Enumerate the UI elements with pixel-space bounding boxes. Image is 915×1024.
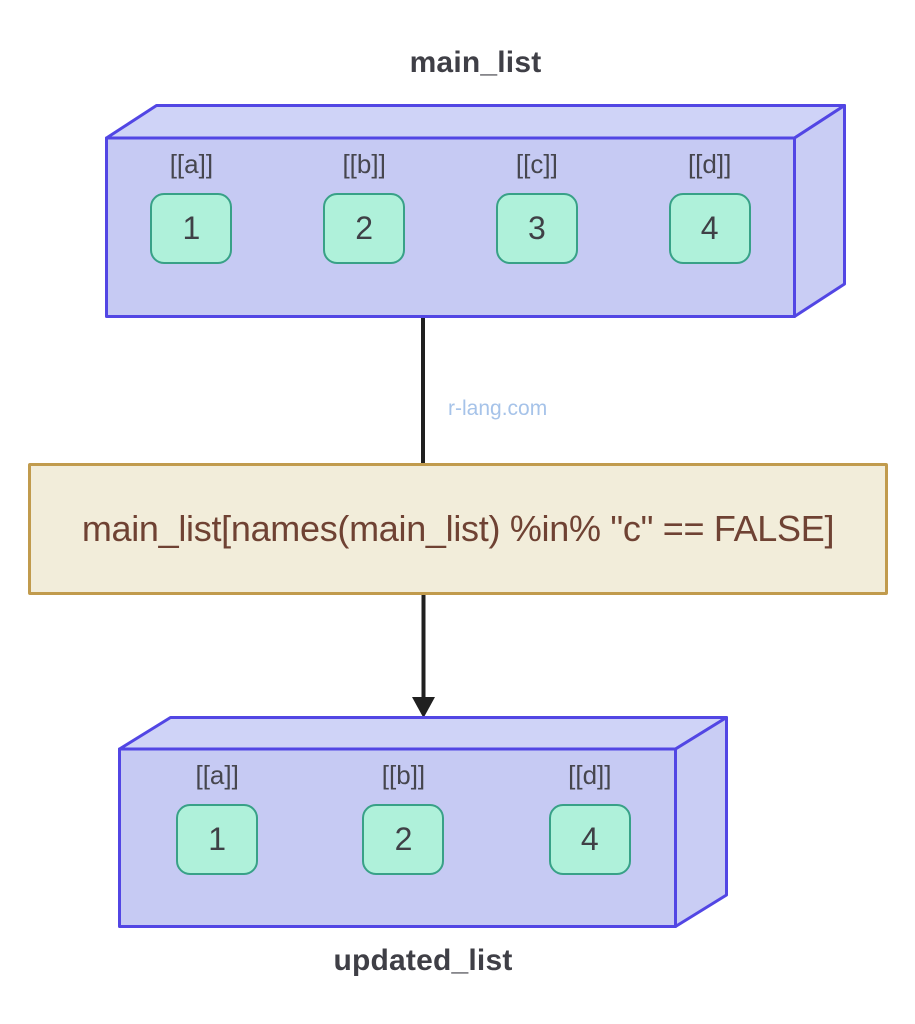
element-value-box: 1 (176, 804, 259, 875)
list-element: [[c]] 3 (495, 138, 578, 264)
updated-list-items: [[a]] 1 [[b]] 2 [[d]] 4 (124, 749, 683, 928)
flow-arrow-down (412, 595, 435, 718)
box-top-face (118, 716, 728, 751)
element-value-box: 2 (323, 193, 406, 264)
element-name-label: [[c]] (515, 149, 558, 179)
main-list-items: [[a]] 1 [[b]] 2 [[c]] 3 [[d]] 4 (105, 138, 796, 318)
main-list-title: main_list (409, 46, 542, 79)
list-element: [[d]] 4 (668, 138, 751, 264)
list-element: [[a]] 1 (176, 749, 259, 875)
box-right-face (793, 104, 846, 318)
list-element: [[b]] 2 (323, 138, 406, 264)
flow-line-top (421, 318, 425, 463)
element-value-box: 4 (548, 804, 631, 875)
element-value-box: 2 (362, 804, 445, 875)
element-name-label: [[d]] (687, 149, 732, 179)
watermark-text: r-lang.com (448, 397, 548, 420)
element-value-box: 3 (495, 193, 578, 264)
element-name-label: [[a]] (169, 149, 214, 179)
element-value-box: 4 (668, 193, 751, 264)
code-expression-text: main_list[names(main_list) %in% "c" == F… (81, 508, 835, 549)
element-name-label: [[d]] (568, 760, 612, 790)
box-right-face (674, 716, 728, 928)
main-list-box: [[a]] 1 [[b]] 2 [[c]] 3 [[d]] 4 (105, 104, 846, 318)
updated-list-box: [[a]] 1 [[b]] 2 [[d]] 4 (118, 716, 728, 928)
list-element: [[d]] 4 (548, 749, 631, 875)
element-value-box: 1 (150, 193, 233, 264)
list-element: [[b]] 2 (362, 749, 445, 875)
element-name-label: [[b]] (342, 149, 386, 179)
updated-list-title: updated_list (333, 944, 513, 977)
arrow-head-icon (412, 697, 435, 718)
list-element: [[a]] 1 (150, 138, 233, 264)
box-top-face (105, 104, 846, 140)
element-name-label: [[b]] (381, 760, 426, 790)
element-name-label: [[a]] (195, 760, 239, 790)
code-expression-box: main_list[names(main_list) %in% "c" == F… (28, 463, 888, 595)
